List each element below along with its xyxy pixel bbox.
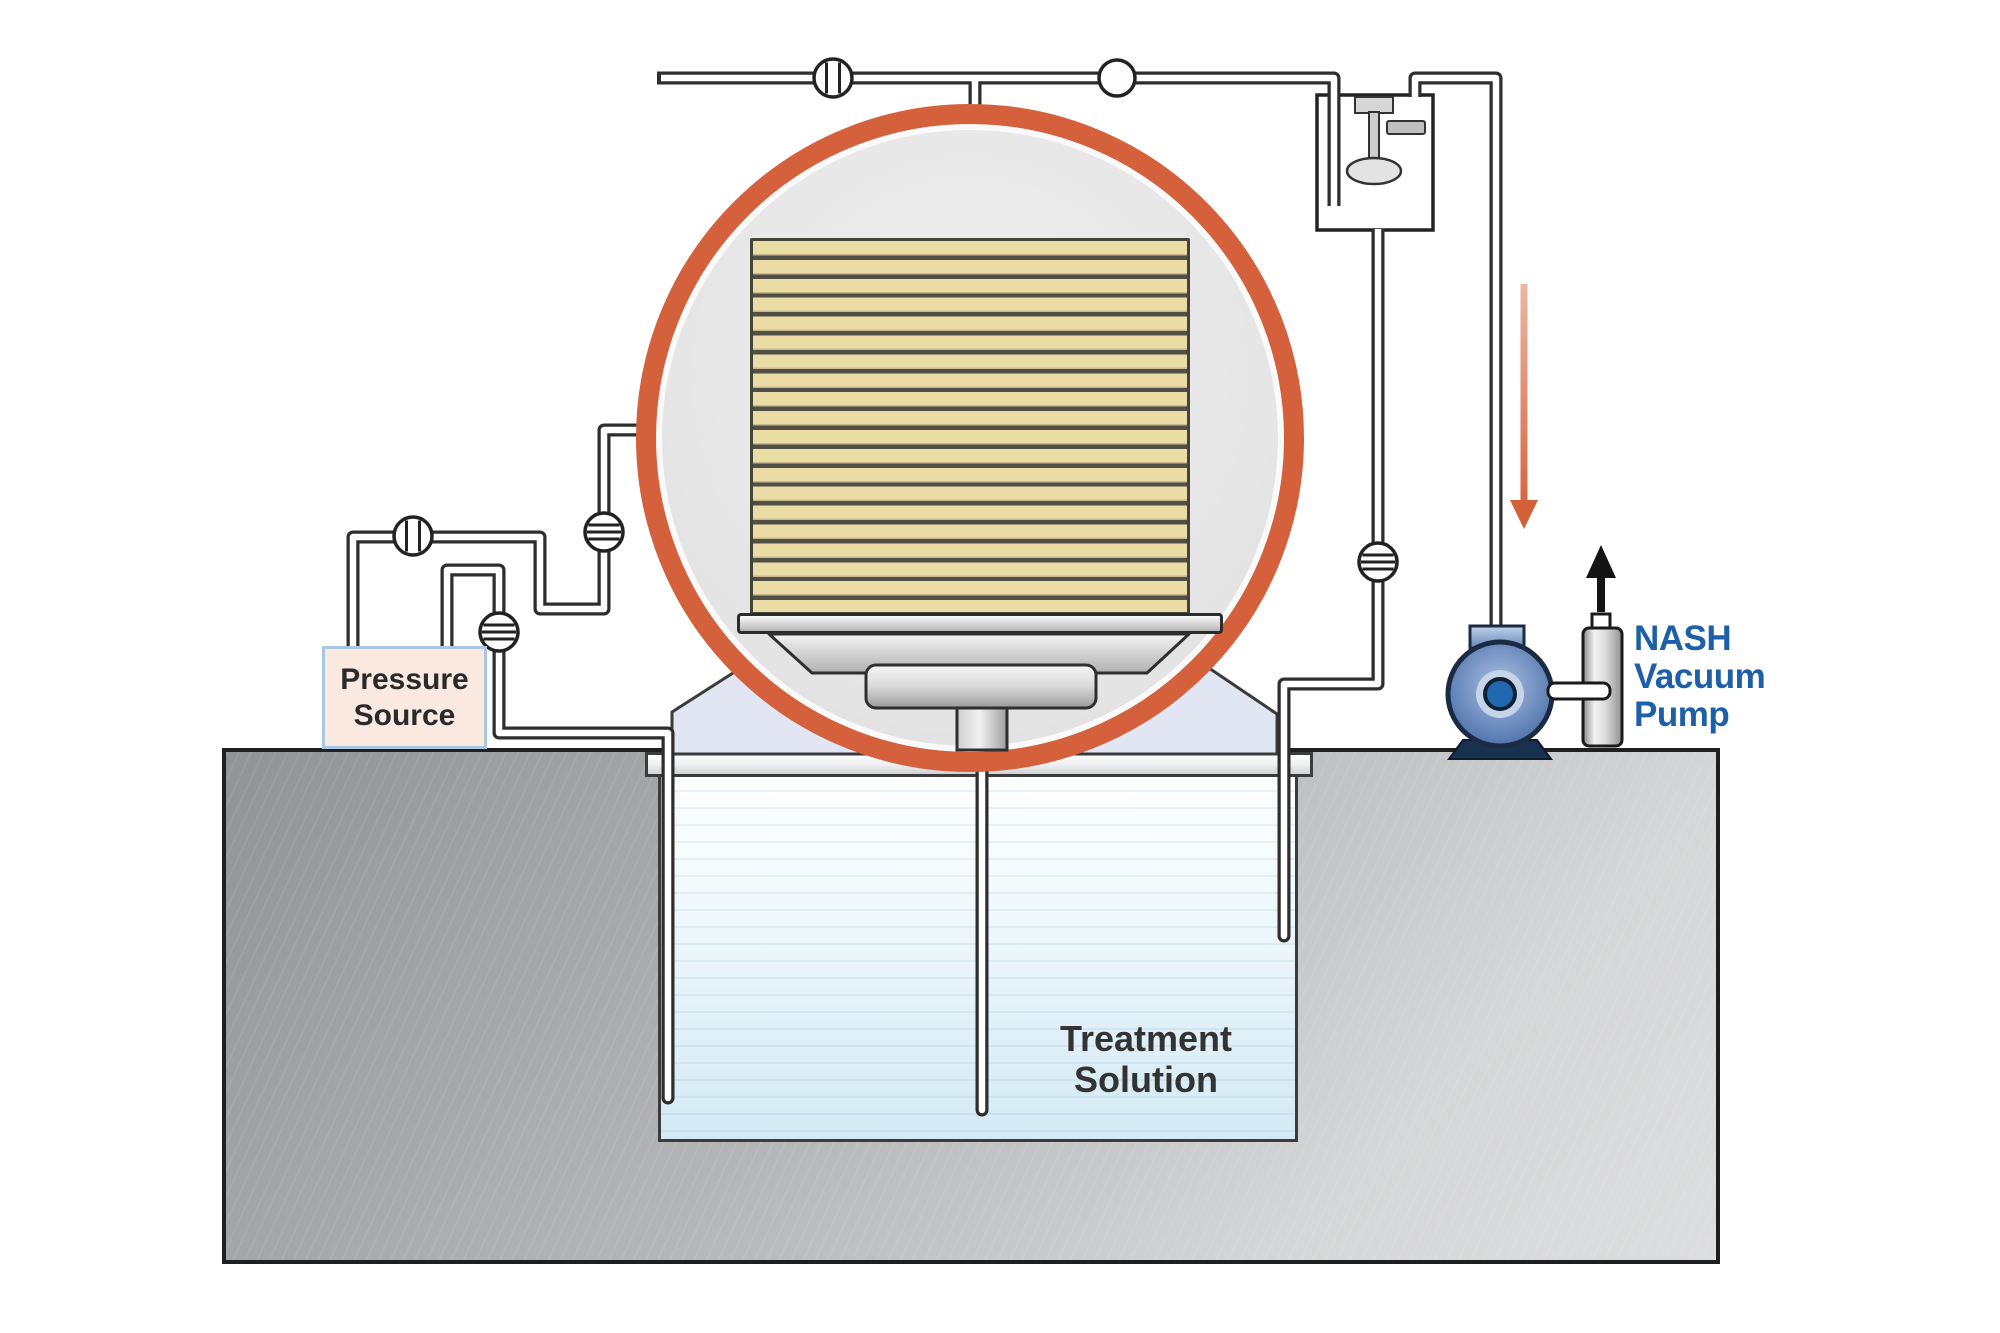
exhaust-up-arrow-icon xyxy=(1586,545,1616,612)
pipe-pressure-to-tank-fill xyxy=(443,566,668,737)
pump-hub xyxy=(1483,677,1517,711)
pipe-float-to-pump-fill xyxy=(1411,74,1500,634)
vacuum-pump-icon xyxy=(1445,624,1555,760)
float-level-mark xyxy=(1386,120,1426,135)
flow-down-arrow-icon xyxy=(1510,284,1538,529)
nash-line3: Pump xyxy=(1634,695,1730,734)
ball-valve-vertical-stripe-icon xyxy=(812,57,854,99)
nash-vacuum-pump-label: NASH Vacuum Pump xyxy=(1634,620,1854,734)
treatment-solution-label: Treatment Solution xyxy=(986,1018,1306,1100)
plain-valve-icon xyxy=(1097,58,1137,98)
drip-tray xyxy=(767,632,1191,675)
drain-manifold xyxy=(864,663,1098,710)
treatment-line1: Treatment xyxy=(1059,1018,1233,1059)
nash-line1: NASH xyxy=(1634,619,1732,658)
pressure-source-line1: Pressure xyxy=(340,662,469,696)
treatment-line2: Solution xyxy=(1074,1059,1218,1100)
pressure-source-label: Pressure Source xyxy=(322,646,487,749)
pipe-float-to-hood-fill xyxy=(1284,229,1382,688)
pump-discharge-pipe xyxy=(1546,681,1612,701)
valves xyxy=(392,57,1399,653)
ball-valve-horizontal-stripe-icon xyxy=(1357,541,1399,583)
pipe-top-header-fill xyxy=(661,74,1338,206)
pressure-source-line2: Source xyxy=(353,698,456,732)
ball-valve-vertical-stripe-icon xyxy=(392,515,434,557)
ball-valve-horizontal-stripe-icon xyxy=(583,511,625,553)
pipe-pressure-to-chamber-fill xyxy=(349,426,648,650)
silencer-icon xyxy=(1546,612,1624,748)
wood-stack xyxy=(750,238,1190,615)
ball-valve-horizontal-stripe-icon xyxy=(478,611,520,653)
nash-line2: Vacuum xyxy=(1634,657,1766,696)
float-ball-icon xyxy=(1345,156,1403,186)
